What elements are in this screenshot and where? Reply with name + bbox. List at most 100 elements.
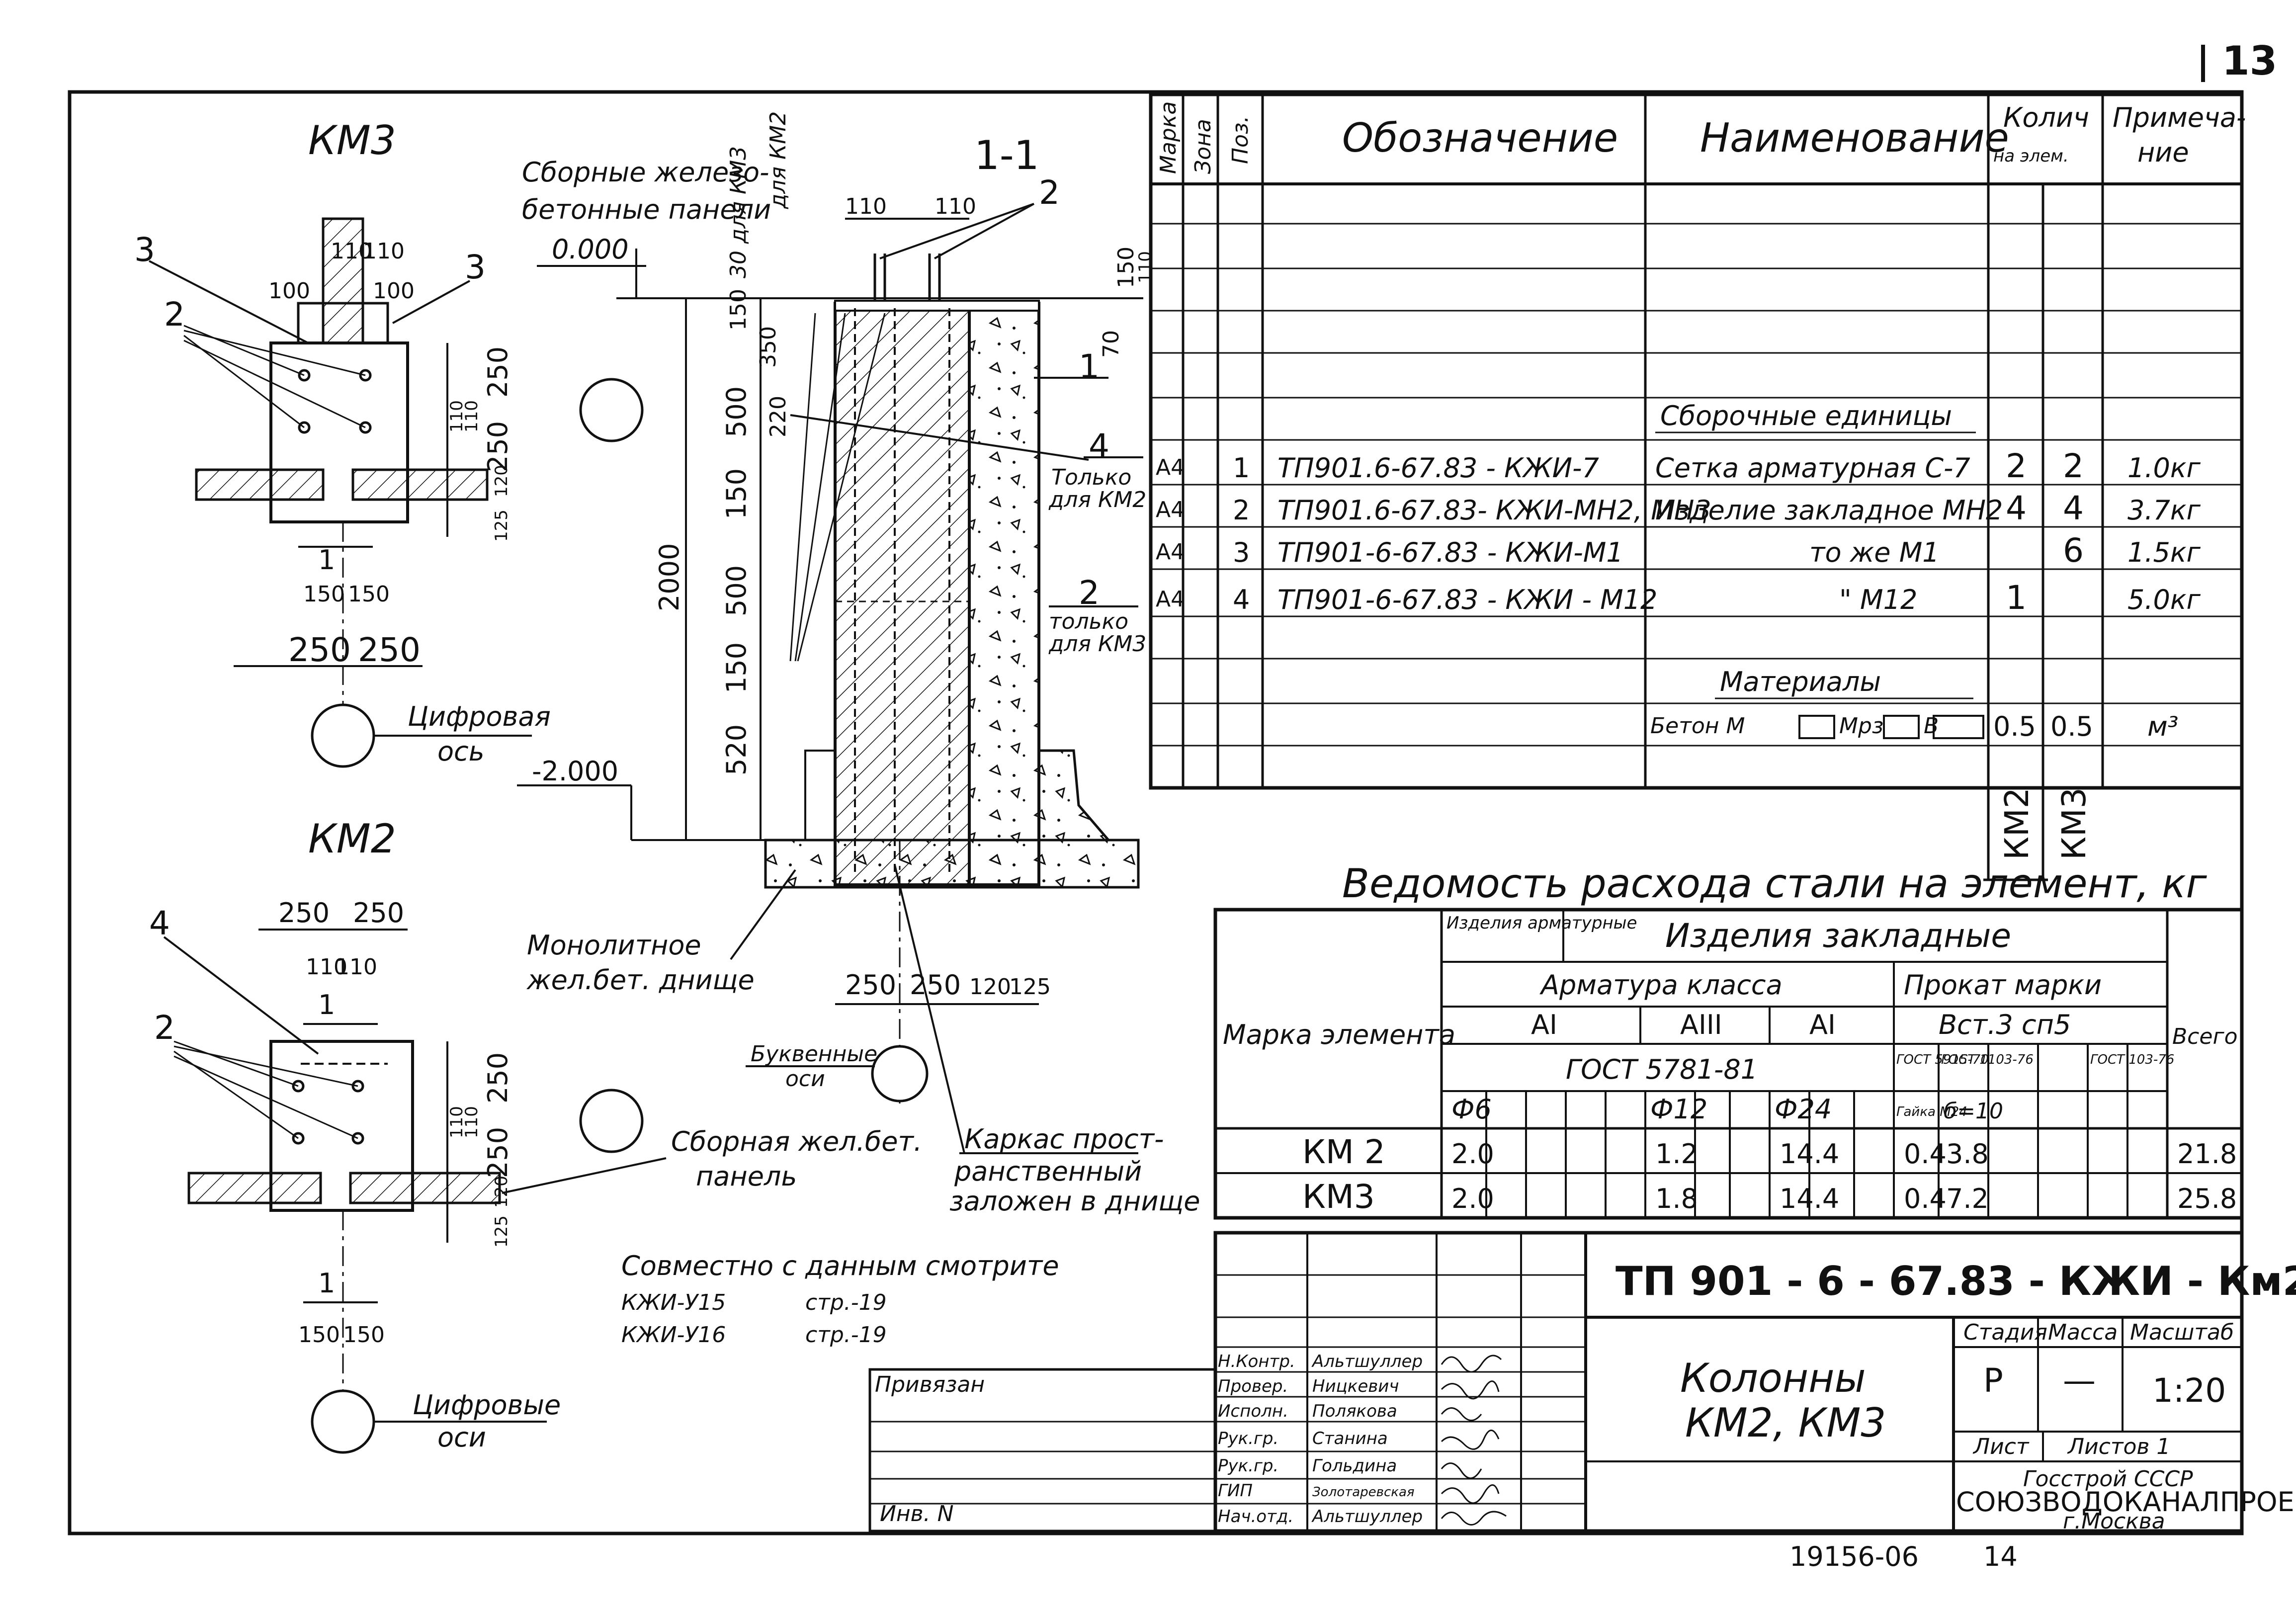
steel-h-rolled: Прокат марки (1904, 969, 2102, 1001)
spec-h-note-2: ние (2137, 137, 2189, 168)
section-total-height: 2000 (654, 543, 685, 611)
km2-column (269, 1040, 414, 1212)
section-column (834, 302, 971, 886)
km3-dim-mid-right: 100 (373, 278, 415, 304)
section-rdim-1: 150 (1113, 247, 1139, 288)
role-name-3: Станина (1312, 1429, 1388, 1448)
section-top-dim1: 110 (845, 194, 887, 219)
steel-class-1: АI (1531, 1009, 1557, 1040)
section-vlabel-2: для КМ2 (765, 111, 791, 209)
spec-r2-note: 3.7кг (2127, 495, 2201, 526)
steel-nut: Гайка М24 (1896, 1105, 1967, 1119)
spec-r4-designation: ТП901-6-67.83 - КЖИ - М12 (1277, 584, 1657, 615)
table-row: А4 4 ТП901-6-67.83 - КЖИ - М12 " М12 1 5… (1156, 579, 2201, 617)
table-row: Бетон М Мрз В 0.5 0.5 м³ (1650, 711, 2178, 742)
section-ldim-8: 520 (721, 724, 752, 775)
spec-r3-designation: ТП901-6-67.83 - КЖИ-М1 (1277, 537, 1623, 568)
level-bottom-label: -2.000 (532, 756, 618, 787)
spec-r1-note: 1.0кг (2127, 452, 2201, 484)
letter-axes-bubble (871, 1045, 929, 1103)
steel-dia-12: Ф12 (1650, 1094, 1707, 1125)
km3-axis-bubble-right (579, 378, 644, 442)
km3-axis-bubble (311, 703, 375, 768)
frame-label-3: заложен в днище (949, 1186, 1200, 1217)
org-line-3: г.Москва (2063, 1509, 2165, 1534)
role-name-2: Полякова (1312, 1401, 1397, 1421)
only-km3-line1: только (1049, 609, 1128, 634)
spec-h-qty-1: Колич (2003, 102, 2089, 133)
km2-dim-v5: 125 (492, 1215, 511, 1248)
steel-h-mark: Марка элемента (1223, 1019, 1455, 1050)
role-name-6: Альтшуллер (1311, 1507, 1423, 1527)
frame-label-2: ранственный (954, 1156, 1142, 1187)
panels-label-line2: бетонные панели (522, 194, 771, 225)
see-also-page-2: стр.-19 (805, 1322, 887, 1348)
spec-section-materials: Материалы (1720, 666, 1881, 697)
steel-r1-v24: 14.4 (1780, 1138, 1839, 1170)
spec-r4-name: " М12 (1839, 584, 1917, 615)
spec-table (1149, 92, 2244, 881)
spec-r3-pos: 3 (1233, 537, 1250, 568)
document-name-1: Колонны (1680, 1355, 1866, 1401)
frame-label-1: Каркас прост- (964, 1123, 1164, 1155)
section-ldim-6: 500 (721, 565, 752, 616)
steel-r2-nut: 0.4 (1904, 1183, 1947, 1214)
spec-r2-q2: 4 (2063, 489, 2084, 527)
steel-class-3: АI (1809, 1009, 1836, 1040)
role-2: Исполн. (1218, 1401, 1288, 1421)
steel-r2-plate: 7.2 (1946, 1183, 1989, 1214)
spec-r4-q1: 1 (2006, 579, 2027, 617)
org-line-2: СОЮЗВОДОКАНАЛПРОЕКТ (1956, 1486, 2296, 1518)
stage-header: Стадия (1963, 1320, 2047, 1345)
document-name-2: КМ2, КМ3 (1685, 1400, 1886, 1446)
list-item: Исполн. Полякова (1218, 1401, 1397, 1421)
steel-table (1213, 908, 2244, 1220)
spec-concrete-name: Бетон М (1650, 713, 1745, 739)
letter-axes-label: Буквенные (751, 1041, 877, 1067)
spec-r3-note: 1.5кг (2127, 537, 2201, 568)
section-ldim-1: 150 (726, 289, 751, 331)
only-km2-line2: для КМ2 (1048, 487, 1146, 512)
section-bdim-3: 120 (969, 974, 1011, 1000)
km2-panel-label-2: панель (696, 1161, 797, 1192)
list-item: Нач.отд. Альтшуллер (1218, 1507, 1423, 1527)
km2-dim-mid2: 110 (336, 954, 377, 980)
spec-r1-pos: 1 (1233, 452, 1250, 484)
steel-r2-total: 25.8 (2177, 1183, 2237, 1214)
section-top-dim2: 110 (935, 194, 976, 219)
km3-title: КМ3 (308, 117, 396, 164)
steel-r1-nut: 0.4 (1904, 1138, 1947, 1170)
km3-dim-mid-left: 100 (268, 278, 310, 304)
spec-r4-mark: А4 (1156, 587, 1185, 612)
km2-axis-bubble (311, 1389, 375, 1454)
km2-panel-label: Сборная жел.бет. (671, 1126, 922, 1157)
document-code: ТП 901 - 6 - 67.83 - КЖИ - Км2 - Км3 (1616, 1258, 2296, 1304)
role-3: Рук.гр. (1218, 1429, 1278, 1448)
footer-page: 14 (1983, 1541, 2018, 1572)
spec-h-note-1: Примеча- (2113, 102, 2246, 133)
role-name-5: Золотаревская (1312, 1485, 1415, 1500)
letter-axes-label-2: оси (785, 1066, 825, 1092)
section-title: 1-1 (974, 132, 1039, 178)
steel-r2-v6: 2.0 (1451, 1183, 1494, 1214)
section-bdim-2: 250 (910, 969, 961, 1001)
signatures (1441, 1355, 1507, 1526)
table-row: КМ 2 2.0 1.2 14.4 0.4 3.8 21.8 (1302, 1133, 2237, 1171)
steel-title: Ведомость расхода стали на элемент, кг (1342, 860, 2208, 907)
spec-r3-name: то же М1 (1809, 537, 1940, 568)
spec-r2-mark: А4 (1156, 497, 1185, 522)
only-km3-line2: для КМ3 (1048, 631, 1146, 657)
table-row: КМ3 2.0 1.8 14.4 0.4 7.2 25.8 (1302, 1178, 2237, 1216)
section-vlabel-1: 30 для КМ3 (726, 146, 751, 278)
only-km2-line1: Только (1051, 465, 1131, 490)
steel-dia-6: Ф6 (1451, 1094, 1492, 1125)
km2-callout-2: 2 (154, 1009, 175, 1047)
spec-r2-designation: ТП901.6-67.83- КЖИ-МН2, МН3 (1277, 495, 1711, 526)
spec-concrete-note: м³ (2147, 711, 2178, 742)
monolith-label-2: жел.бет. днище (526, 964, 755, 996)
km2-dim-top1: 250 (278, 897, 330, 929)
steel-h-embedded: Изделия закладные (1665, 917, 2011, 955)
steel-h-class: Арматура класса (1539, 969, 1783, 1001)
spec-r2-pos: 2 (1233, 495, 1250, 526)
plan-km2: КМ2 250 250 110 110 1 4 2 250 250 110 11… (149, 816, 922, 1454)
